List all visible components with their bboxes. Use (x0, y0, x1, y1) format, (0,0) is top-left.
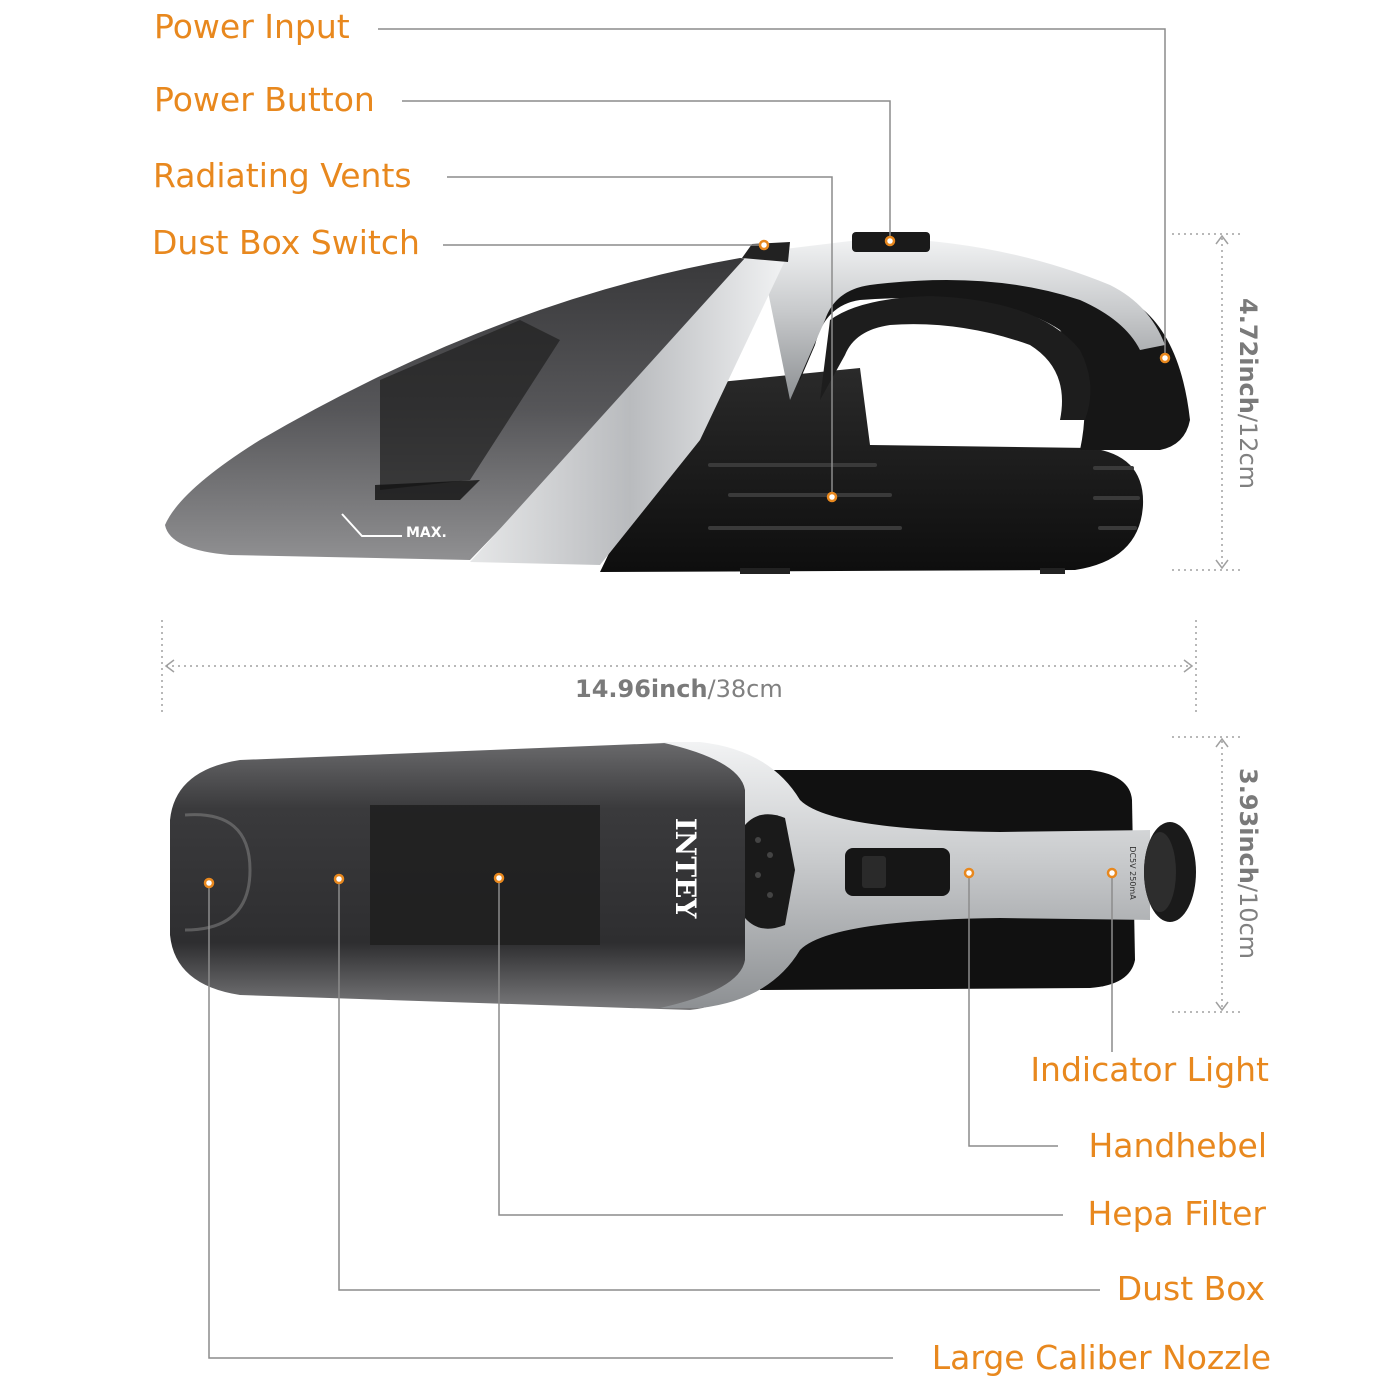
rating-label: DC5V 250mA (1128, 846, 1137, 900)
brand-logo: INTEY (669, 818, 702, 920)
label-power-input: Power Input (154, 7, 350, 46)
label-indicator-light: Indicator Light (1030, 1050, 1269, 1089)
dot-indicator-light (1106, 867, 1118, 879)
leader-lines (208, 28, 1166, 1359)
dimension-width-inch: 3.93inch (1234, 768, 1262, 884)
dot-large-caliber-nozzle (203, 877, 215, 889)
label-dust-box: Dust Box (1116, 1269, 1265, 1308)
max-mark: MAX. (406, 525, 447, 541)
label-radiating-vents: Radiating Vents (153, 156, 412, 195)
dot-hepa-filter (493, 872, 505, 884)
dimension-height-cm: /12cm (1234, 413, 1262, 490)
dot-handhebel (963, 867, 975, 879)
label-power-button: Power Button (154, 80, 375, 119)
motor-housing (600, 368, 1144, 572)
dot-dust-box (333, 873, 345, 885)
handle-silver (760, 238, 1165, 400)
vents (708, 463, 1140, 530)
label-hepa-filter: Hepa Filter (1087, 1194, 1266, 1233)
dimension-length-cm: /38cm (707, 675, 783, 703)
callout-dots (203, 235, 1171, 889)
dimension-width: 3.93inch/10cm (1234, 768, 1262, 959)
label-large-caliber-nozzle: Large Caliber Nozzle (931, 1338, 1271, 1377)
dimension-width-cm: /10cm (1234, 883, 1262, 960)
top-view: INTEY DC5V 250mA (170, 742, 1196, 1010)
dust-box-switch (742, 242, 790, 262)
silver-band (470, 250, 790, 565)
dimension-lines (161, 233, 1242, 1013)
dimension-height: 4.72inch/12cm (1234, 298, 1262, 489)
dimension-length-inch: 14.96inch (575, 675, 708, 703)
label-dust-box-switch: Dust Box Switch (152, 223, 420, 262)
dot-radiating-vents (826, 491, 838, 503)
dot-dust-box-switch (758, 239, 770, 251)
dimension-length: 14.96inch/38cm (575, 675, 783, 703)
dot-power-button (884, 235, 896, 247)
dot-power-input (1159, 352, 1171, 364)
handle-grip (820, 296, 1091, 420)
handhebel-part (845, 848, 950, 896)
dimension-height-inch: 4.72inch (1234, 298, 1262, 414)
label-handhebel: Handhebel (1088, 1126, 1267, 1165)
side-view: MAX. (165, 232, 1190, 574)
